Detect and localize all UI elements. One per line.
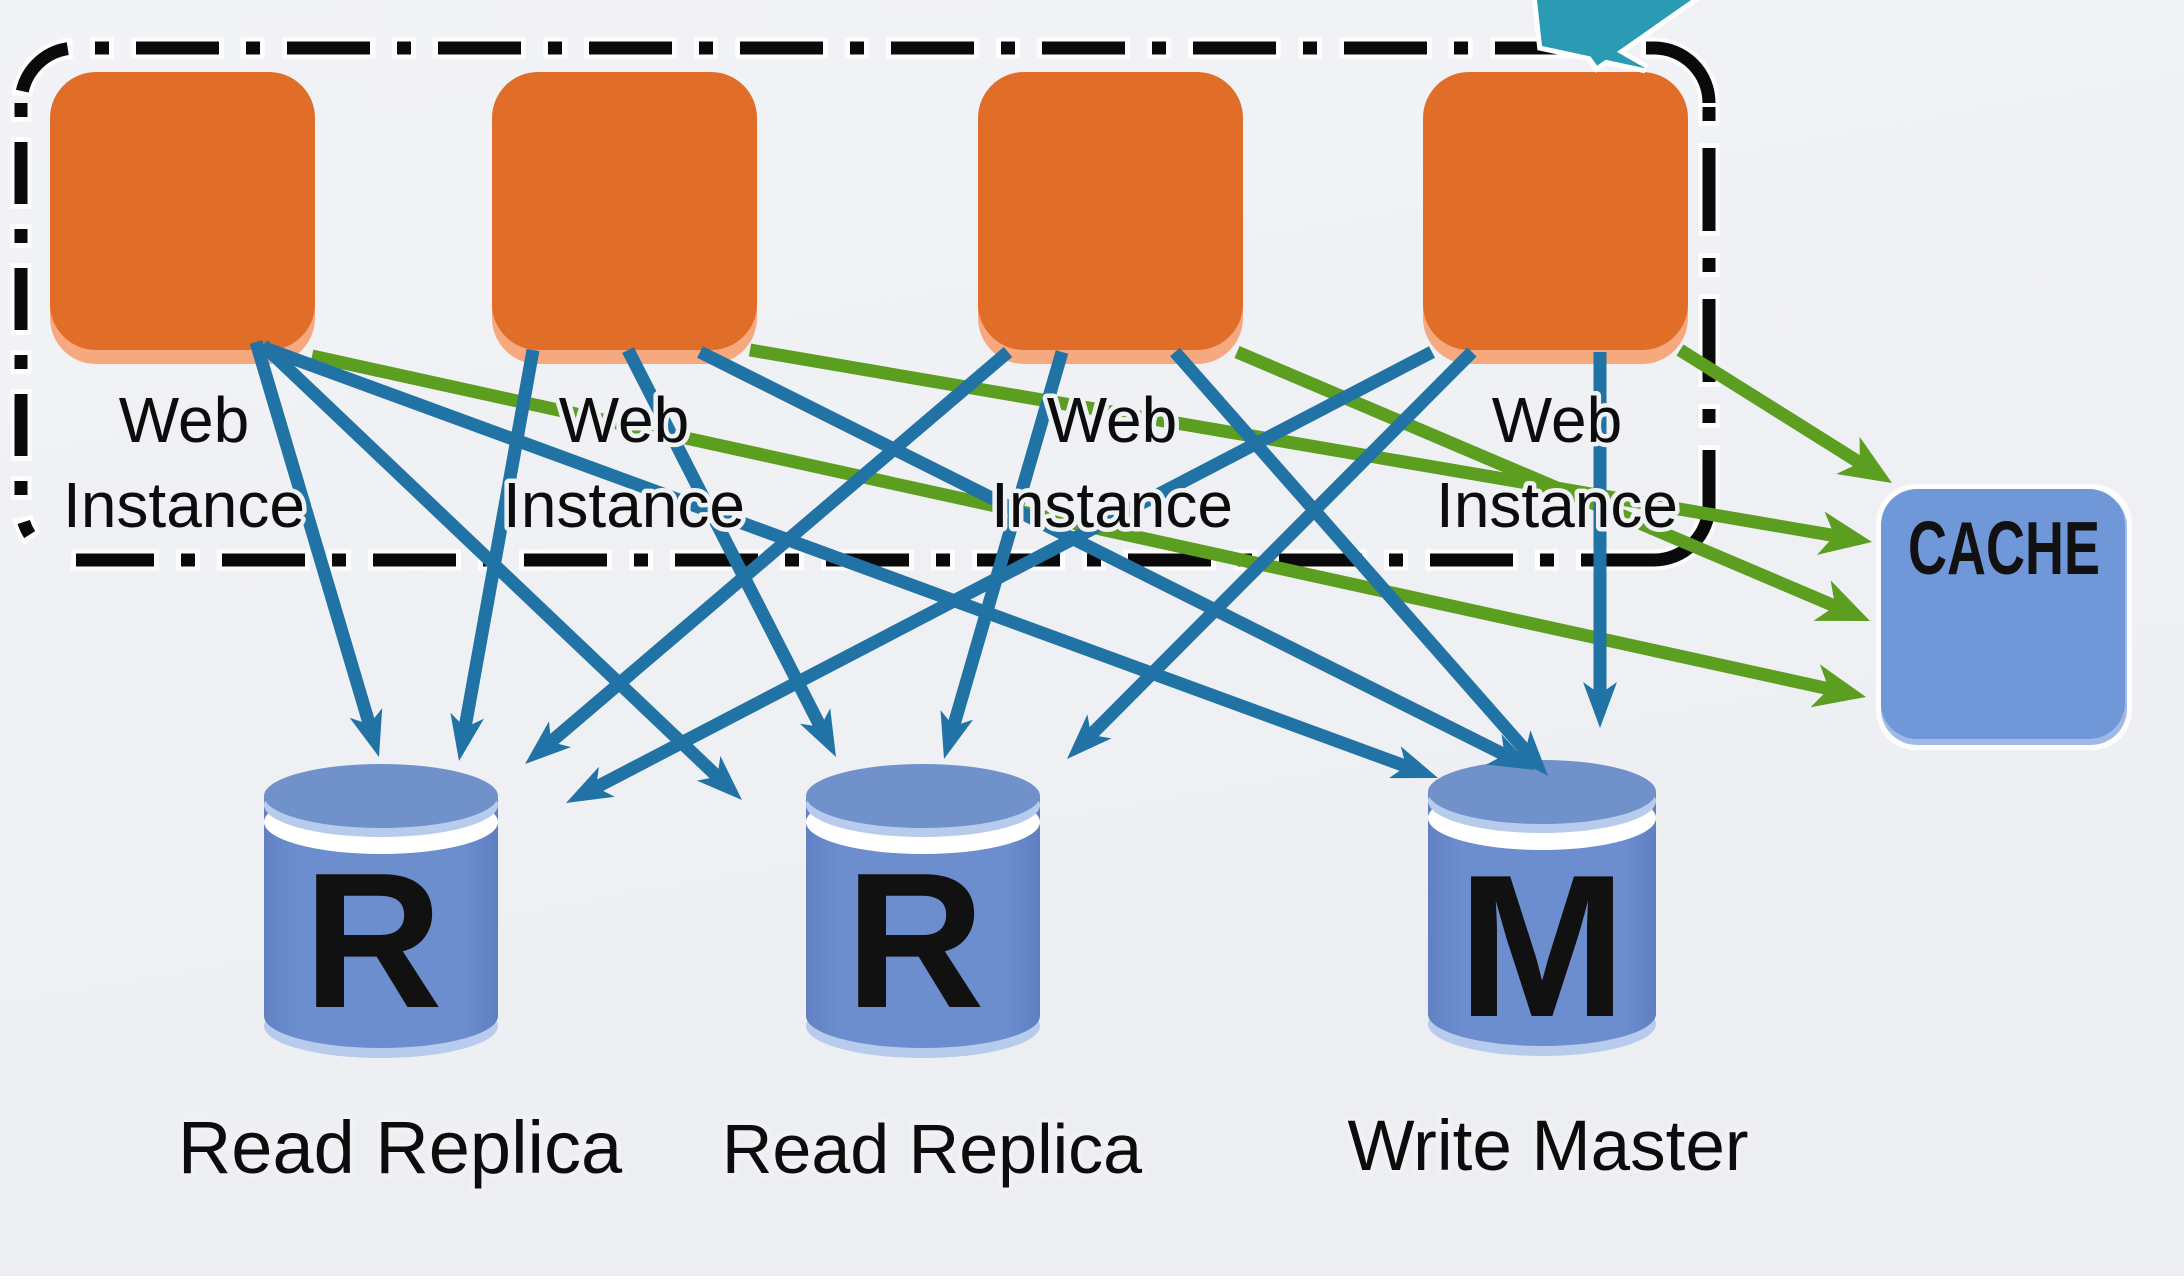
svg-text:R: R (845, 832, 984, 1048)
svg-text:Instance: Instance (1436, 469, 1678, 541)
svg-text:Instance: Instance (503, 469, 745, 541)
svg-text:Web: Web (1047, 384, 1177, 456)
svg-text:M: M (1457, 833, 1626, 1060)
svg-text:R: R (303, 832, 442, 1048)
svg-text:Read Replica: Read Replica (722, 1110, 1142, 1188)
svg-text:Read Replica: Read Replica (178, 1106, 623, 1189)
svg-text:Web: Web (1492, 384, 1622, 456)
svg-text:Web: Web (119, 384, 249, 456)
svg-text:Write Master: Write Master (1347, 1107, 1748, 1186)
svg-text:Instance: Instance (63, 469, 305, 541)
svg-text:CACHE: CACHE (1908, 506, 2100, 590)
svg-text:Web: Web (559, 384, 689, 456)
svg-text:Instance: Instance (991, 469, 1233, 541)
